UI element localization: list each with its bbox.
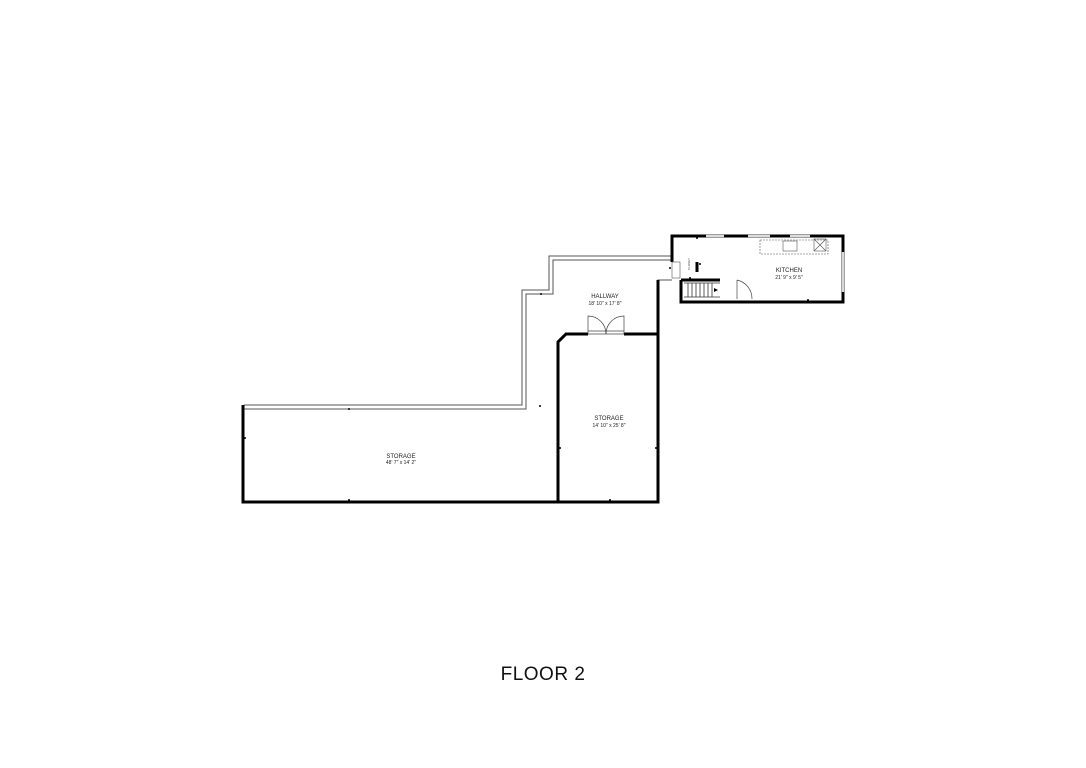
stairs-arrow-icon — [714, 288, 718, 292]
floor-title: FLOOR 2 — [500, 664, 586, 685]
stairs — [684, 282, 720, 298]
storage-large-name: STORAGE — [386, 454, 415, 460]
thick-walls — [241, 234, 845, 504]
kitchen-name: KITCHEN — [776, 268, 802, 274]
storage-small-name: STORAGE — [594, 416, 623, 422]
counter — [759, 239, 829, 255]
outlet-dots — [244, 237, 809, 501]
thin-walls — [244, 255, 672, 410]
closet — [671, 261, 681, 279]
kitchen-fixtures — [759, 238, 829, 255]
double-door — [587, 315, 625, 335]
storage-large-dimensions: 48' 7" x 14' 2" — [386, 460, 416, 466]
storage-small-dimensions: 14' 10" x 25' 8" — [593, 423, 626, 429]
wall-small-storage — [558, 280, 660, 504]
kitchen-dimensions: 21' 9" x 9' 5" — [775, 275, 803, 281]
wall-large-storage — [241, 405, 558, 504]
wall-storage-divider — [556, 332, 588, 502]
kitchen-windows — [706, 235, 844, 292]
closet-label: CLOSET — [687, 258, 691, 270]
hallway-dimensions: 18' 10" x 17' 8" — [589, 301, 622, 307]
hallway-name: HALLWAY — [591, 294, 619, 300]
kitchen-window-lines — [706, 234, 845, 292]
room-labels: HALLWAY 18' 10" x 17' 8" KITCHEN 21' 9" … — [386, 258, 803, 466]
sink — [782, 240, 798, 252]
stove — [813, 238, 827, 252]
kitchen-door — [736, 279, 753, 300]
